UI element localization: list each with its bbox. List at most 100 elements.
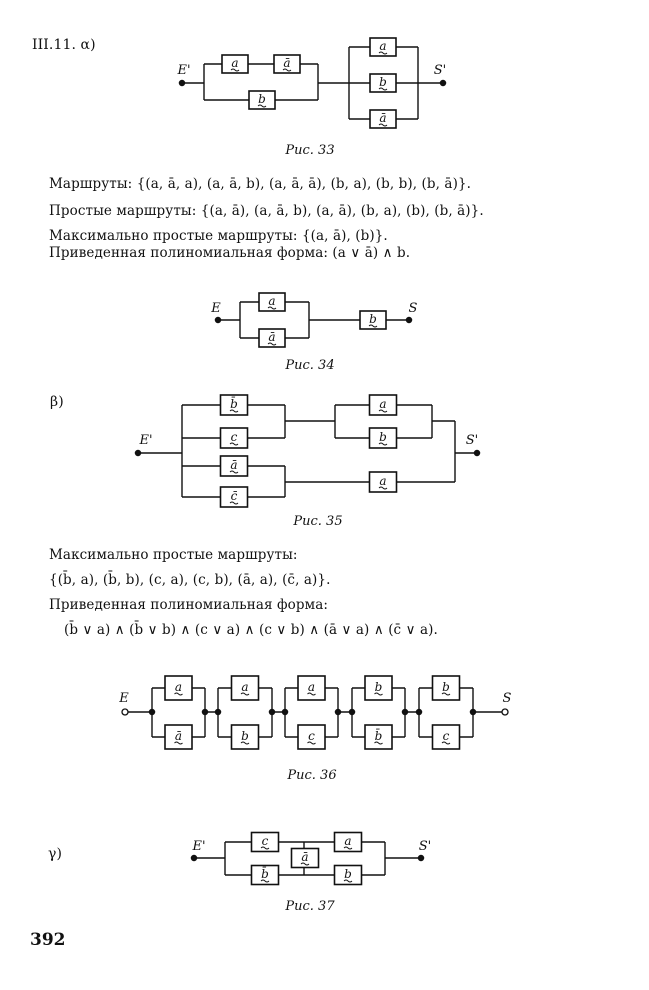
- fig36-caption: Рис. 36: [287, 768, 337, 783]
- contact-label: a: [175, 680, 182, 694]
- contact-box: b̄: [219, 394, 249, 416]
- contact-box: b: [333, 864, 363, 886]
- page-number: 392: [30, 930, 66, 950]
- tilde-mark: [343, 846, 353, 850]
- contact-box: b: [248, 90, 276, 110]
- tilde-mark: [378, 123, 388, 127]
- junction-node: [148, 708, 156, 716]
- contact-label: a: [344, 834, 351, 848]
- tilde-mark: [229, 409, 239, 413]
- contact-label: b: [344, 867, 352, 881]
- terminal-end-label: S': [466, 433, 478, 448]
- terminal-start-label: E: [210, 301, 221, 316]
- contact-box-frame: [368, 427, 398, 449]
- contact-box-frame: [164, 675, 193, 701]
- contact-label: b: [375, 680, 383, 694]
- contact-label: b: [379, 430, 387, 444]
- tilde-mark: [378, 486, 388, 490]
- tilde-mark: [240, 741, 250, 745]
- part-gamma-label: γ): [48, 846, 63, 862]
- junction-node: [201, 708, 209, 716]
- contact-box-frame: [230, 675, 260, 701]
- terminal-end-label: S': [434, 63, 446, 78]
- contact-label: b: [241, 729, 249, 743]
- contact-box-frame: [250, 831, 280, 853]
- tilde-mark: [230, 68, 240, 72]
- beta-reduced-label: Приведенная полиномиальная форма:: [49, 597, 329, 613]
- contact-box-frame: [219, 455, 249, 477]
- contact-box-frame: [219, 486, 249, 508]
- contact-box-frame: [333, 864, 363, 886]
- contact-box: b̄: [250, 864, 280, 886]
- contact-box: a: [369, 37, 397, 57]
- terminal-end-label: S: [409, 301, 418, 316]
- contact-label: ā: [283, 56, 290, 70]
- junction-node: [334, 708, 342, 716]
- junction-node: [415, 708, 423, 716]
- contact-label: a: [241, 680, 248, 694]
- contact-box: a: [164, 675, 193, 701]
- tilde-mark: [307, 692, 316, 696]
- contact-box: b: [431, 675, 461, 701]
- contact-label: ā: [175, 729, 182, 743]
- contact-box: ā: [290, 847, 320, 869]
- contact-label: b̄: [230, 395, 238, 411]
- contact-label: b: [258, 92, 266, 106]
- contact-box: a: [258, 292, 286, 312]
- tilde-mark: [229, 442, 239, 446]
- contact-box-frame: [290, 847, 320, 869]
- contact-box: b: [230, 724, 260, 750]
- fig33-caption: Рис. 33: [285, 143, 335, 158]
- terminal-end-label: S: [503, 691, 512, 706]
- terminal-start: [178, 79, 186, 87]
- fig37-caption: Рис. 37: [285, 899, 335, 914]
- contact-box: c̄: [219, 486, 249, 508]
- contact-box: a: [221, 54, 249, 74]
- tilde-mark: [441, 741, 451, 745]
- contact-box: ā: [164, 724, 193, 750]
- tilde-mark: [378, 51, 388, 55]
- terminal-end-label: S': [419, 839, 431, 854]
- contact-box: a: [297, 675, 326, 701]
- tilde-mark: [260, 879, 270, 883]
- contact-label: ā: [301, 850, 308, 864]
- terminal-end: [501, 708, 509, 716]
- contact-box-frame: [250, 864, 280, 886]
- contact-box: b: [364, 675, 393, 701]
- contact-box-frame: [221, 54, 249, 74]
- tilde-mark: [257, 104, 267, 108]
- terminal-start: [190, 854, 198, 862]
- contact-label: ā: [379, 111, 386, 125]
- contact-box-frame: [248, 90, 276, 110]
- contact-box: c: [297, 724, 326, 750]
- contact-label: b: [442, 680, 450, 694]
- contact-label: a: [379, 474, 386, 488]
- contact-box-frame: [258, 328, 286, 348]
- contact-box: b: [368, 427, 398, 449]
- alpha-simple-routes: Простые маршруты: {(a, ā), (a, ā, b), (a…: [49, 203, 484, 219]
- contact-box: b̄: [364, 724, 393, 750]
- contact-box: c: [219, 427, 249, 449]
- terminal-end: [473, 449, 481, 457]
- contact-label: c: [308, 729, 315, 743]
- terminal-start: [121, 708, 129, 716]
- terminal-start-label: E': [138, 433, 152, 448]
- tilde-mark: [267, 306, 277, 310]
- contact-box: ā: [219, 455, 249, 477]
- contact-box: a: [368, 394, 398, 416]
- contact-label: ā: [268, 330, 275, 344]
- contact-box: a: [368, 471, 398, 493]
- tilde-mark: [229, 501, 239, 505]
- beta-max-simple-label: Максимально простые маршруты:: [49, 547, 298, 563]
- terminal-start-label: E': [176, 63, 190, 78]
- contact-box: c: [250, 831, 280, 853]
- tilde-mark: [378, 409, 388, 413]
- tilde-mark: [368, 324, 378, 328]
- contact-box-frame: [364, 675, 393, 701]
- contact-box-frame: [297, 724, 326, 750]
- contact-box-frame: [368, 471, 398, 493]
- contact-box-frame: [364, 724, 393, 750]
- terminal-end: [405, 316, 413, 324]
